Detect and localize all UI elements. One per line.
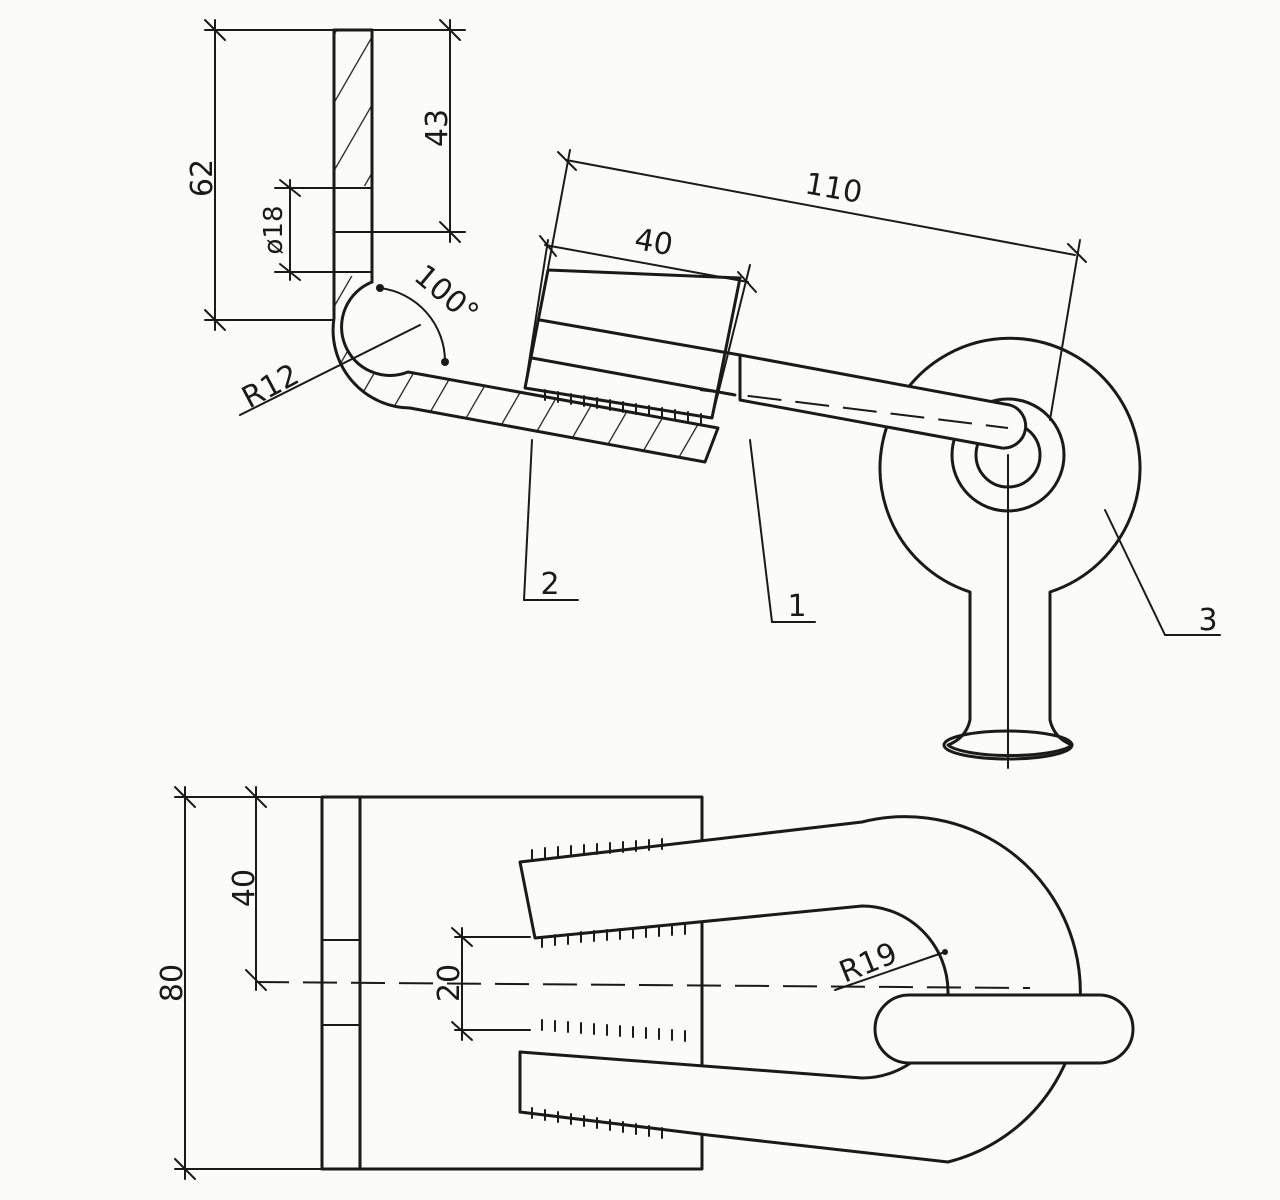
front-view: 62 43 ø18 100°	[185, 19, 1221, 769]
callout-part-2: 2	[523, 439, 579, 602]
clamp-block-line-1	[538, 318, 742, 357]
dim-20-label: 20	[432, 964, 467, 1002]
callout-1-label: 1	[787, 589, 806, 624]
clamp-block-line-2	[530, 356, 737, 397]
ring-body	[878, 336, 1142, 758]
callout-part-3: 3	[1104, 509, 1221, 638]
dim-43-label: 43	[420, 109, 455, 147]
dim-40-front-label: 40	[632, 222, 676, 263]
dim-62: 62	[185, 19, 335, 331]
dim-62-label: 62	[185, 159, 220, 197]
callout-3-label: 3	[1198, 603, 1217, 638]
dim-d18: ø18	[259, 179, 335, 281]
u-clamp	[518, 815, 1082, 1164]
dim-80: 80	[155, 786, 323, 1180]
dim-r12-label: R12	[236, 357, 305, 416]
serration-top	[531, 838, 686, 1139]
serration-front	[544, 389, 702, 425]
top-view: R19 80 40 20	[155, 786, 1135, 1180]
dim-43: 43	[371, 19, 466, 243]
dim-40-front: 40	[524, 222, 757, 419]
callout-2-label: 2	[540, 567, 559, 602]
callout-part-1: 1	[749, 439, 816, 624]
dim-r19-label: R19	[835, 936, 903, 991]
screw-rod	[738, 353, 1028, 450]
dim-r19: R19	[834, 936, 948, 991]
dim-110-label: 110	[802, 166, 864, 210]
dim-d18-label: ø18	[259, 206, 289, 255]
dim-40-side-label: 40	[227, 869, 262, 907]
dim-80-label: 80	[155, 964, 190, 1002]
dim-20: 20	[432, 927, 531, 1041]
dim-100-label: 100°	[407, 258, 485, 331]
rod-centerline	[699, 389, 1009, 429]
ring-handle	[878, 336, 1142, 769]
top-centerline	[254, 981, 1031, 989]
handle-bar	[873, 993, 1135, 1065]
dim-100-deg: 100°	[376, 258, 485, 366]
dim-40-side: 40	[227, 786, 267, 991]
